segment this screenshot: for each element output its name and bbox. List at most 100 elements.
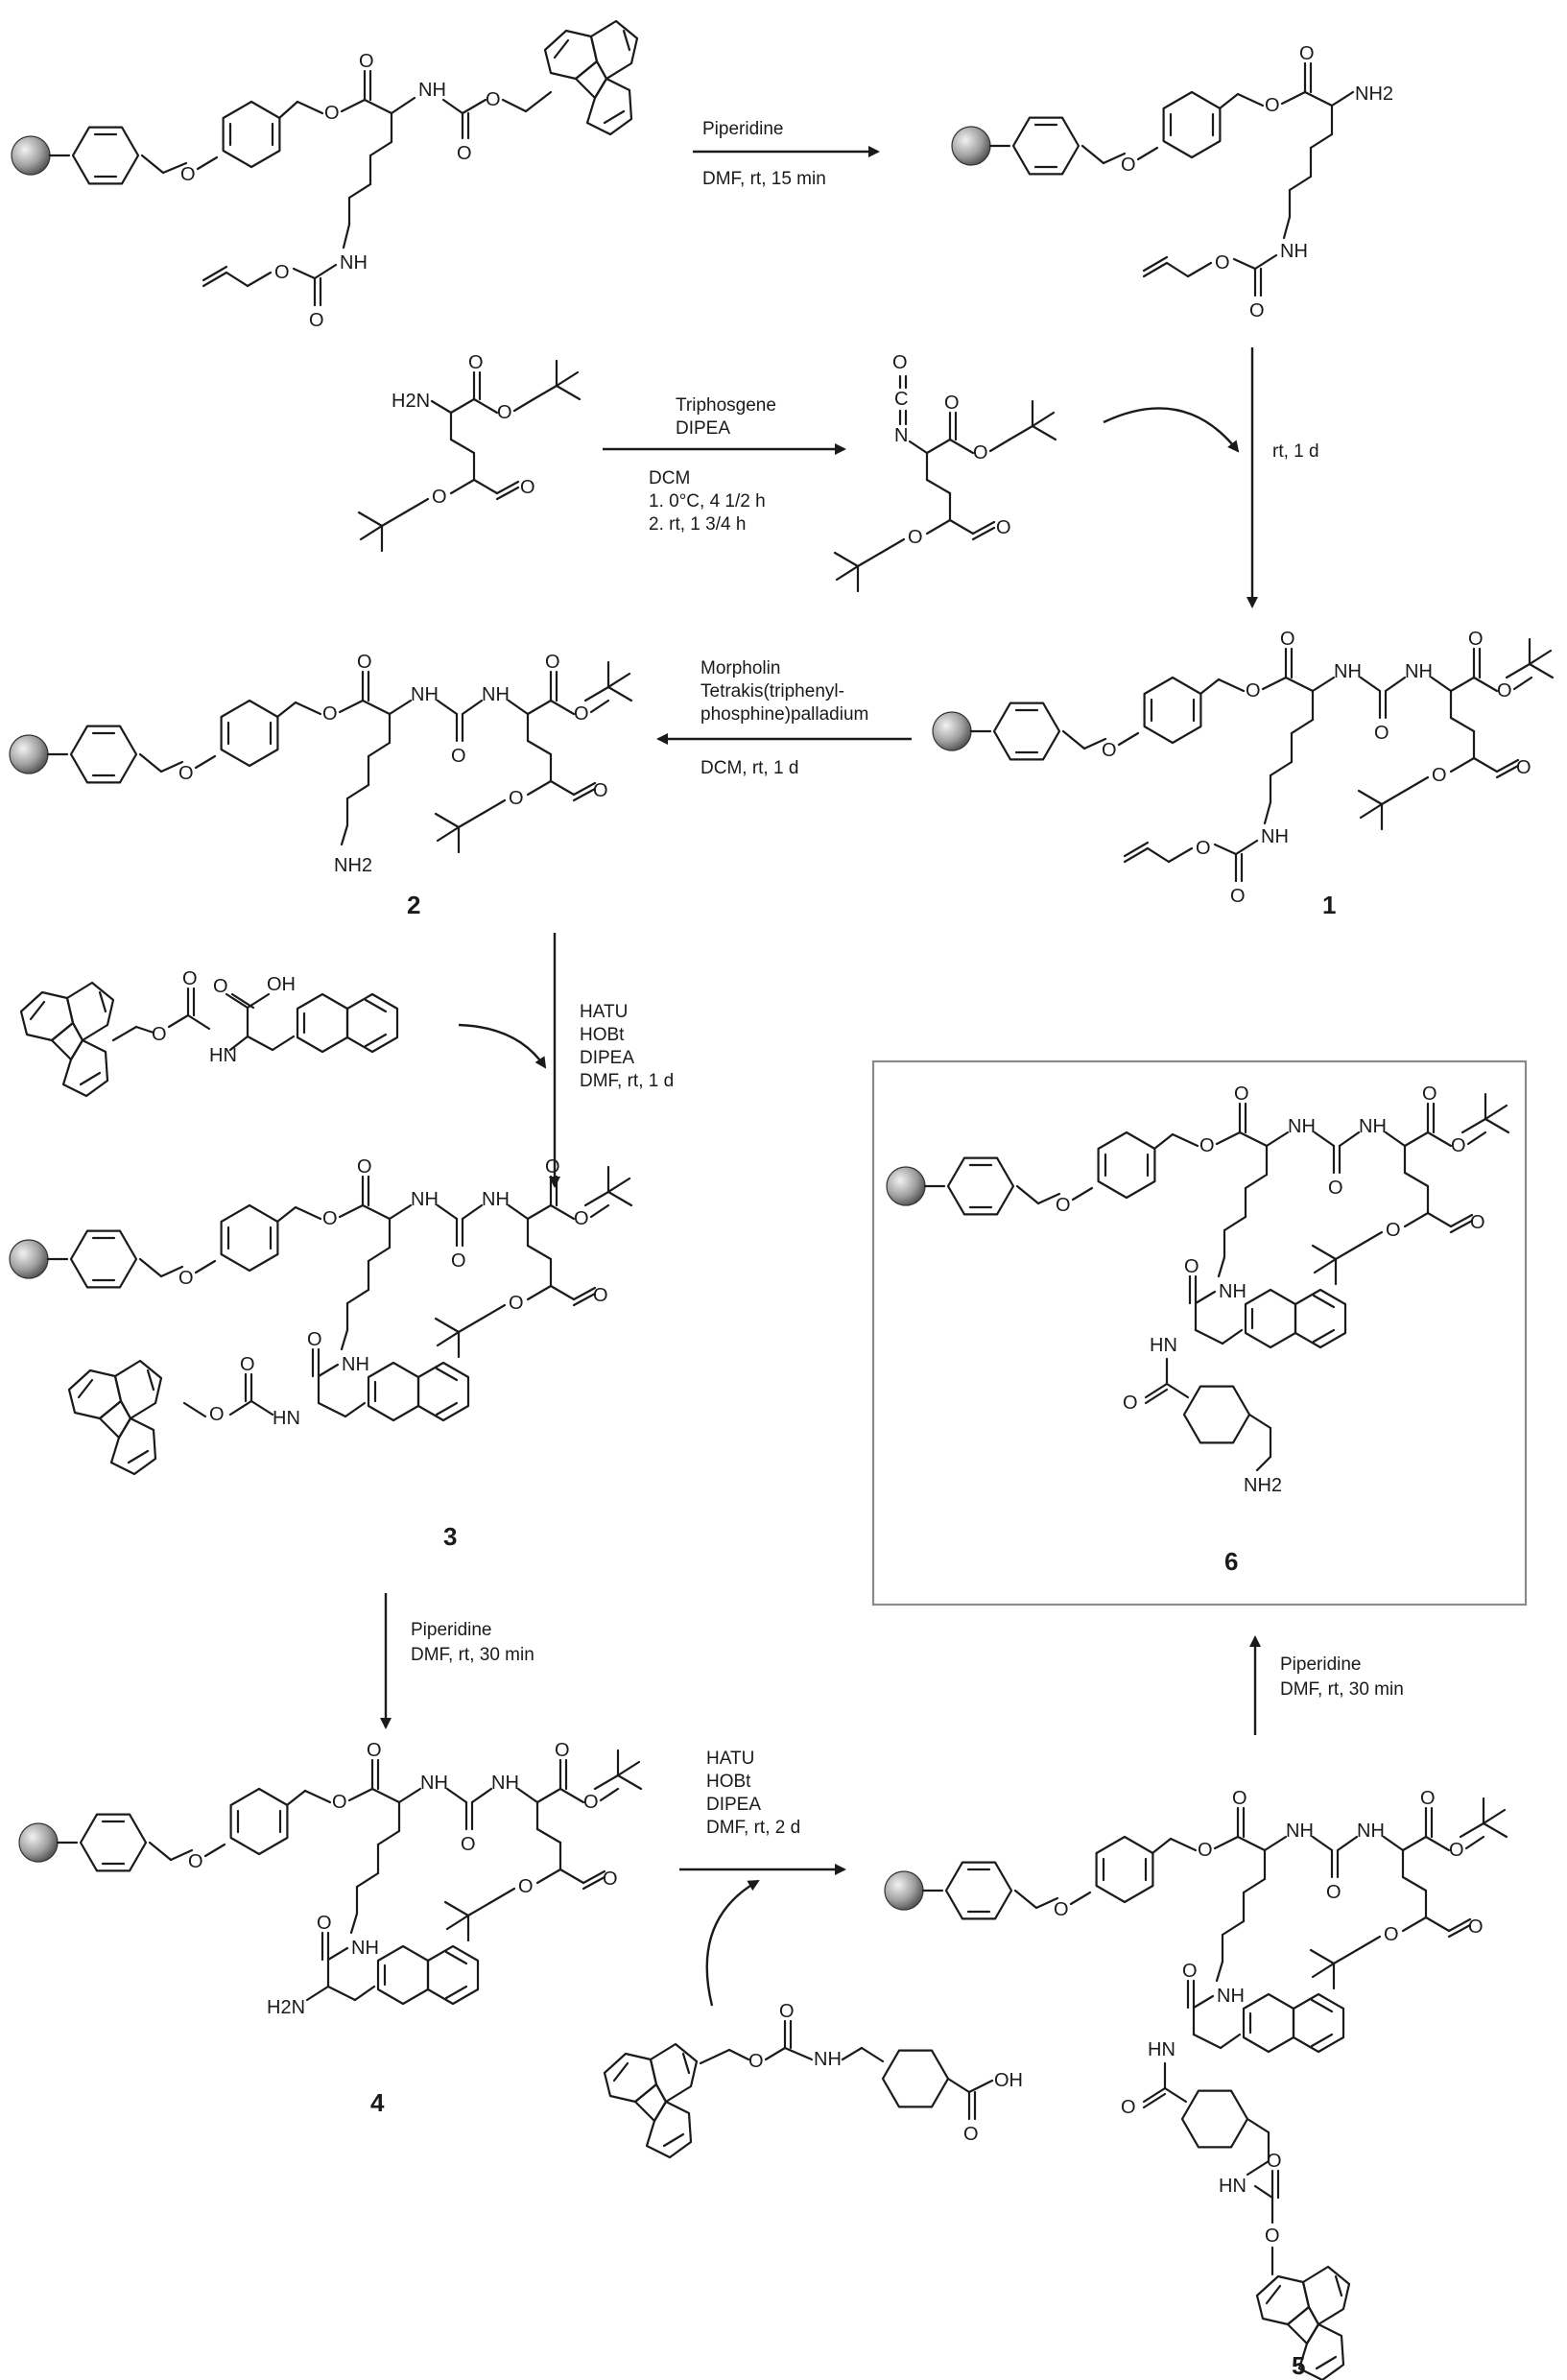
atom-label: O [1422,1083,1437,1105]
atom-label: O [545,652,560,673]
atom-label: O [509,788,524,809]
atom-label: O [322,703,338,725]
atom-label: O [1432,765,1447,786]
atom-label: O [1196,838,1211,859]
atom-label: O [1420,1788,1436,1809]
compound-6-structure: O O O NH O NH O O O O [886,1083,1510,1496]
atom-label: O [593,780,608,801]
atom-label: O [359,51,374,72]
atom-label: O [518,1876,534,1897]
atom-label: O [213,976,228,997]
reagent-label: Piperidine [702,119,784,139]
conditions-label: DMF, rt, 15 min [702,169,826,189]
atom-label: NH [1288,1116,1316,1137]
reagent-label: DMF, rt, 1 d [580,1071,674,1091]
atom-label: O [357,1156,372,1178]
reagent-label: HATU [580,1002,628,1022]
atom-label: O [332,1792,347,1813]
atom-label: O [1121,155,1136,176]
conditions-label: DCM, rt, 1 d [700,758,798,778]
atom-label: NH [1217,1986,1245,2007]
atom-label: NH [482,1189,510,1210]
atom-label: O [432,487,447,508]
atom-label: C [894,389,908,410]
atom-label: O [1054,1899,1069,1920]
conditions-label: rt, 1 d [1272,441,1319,462]
atom-label: O [180,164,196,185]
reagent-label: Triphosgene [676,395,776,416]
step-label: 1. 0°C, 4 1/2 h [649,491,766,512]
step-label: 2. rt, 1 3/4 h [649,514,746,535]
atom-label: NH [1280,241,1308,262]
atom-label: OH [267,974,296,995]
solvent-label: DCM [649,468,690,488]
atom-label: NH [482,684,510,705]
atom-label: O [1449,1840,1464,1861]
atom-label: O [1280,629,1295,650]
atom-label: O [574,703,589,725]
atom-label: O [892,352,908,373]
reagent-label: DIPEA [706,1795,761,1815]
atom-label: NH [1261,826,1289,847]
atom-label: H2N [392,391,430,412]
reagent-label: phosphine)palladium [700,704,868,725]
atom-label: O [520,477,535,498]
atom-label: O [274,262,290,283]
atom-label: O [1121,2097,1136,2118]
atom-label: NH [1357,1821,1385,1842]
atom-label: O [583,1792,599,1813]
atom-label: O [1497,680,1512,702]
atom-label: O [1470,1212,1485,1233]
atom-label: O [593,1285,608,1306]
atom-label: HN [1148,2039,1175,2060]
reagent-label: HOBt [580,1025,625,1045]
atom-label: O [1468,629,1484,650]
atom-label: O [748,2051,764,2072]
reagent-label: Piperidine [1280,1654,1362,1675]
curved-arrow-reagent [458,1023,547,1069]
atom-label: HN [1219,2176,1246,2197]
reagent-label: DIPEA [580,1048,634,1068]
reagent-label: Piperidine [411,1620,492,1640]
atom-label: O [574,1208,589,1229]
atom-label: NH2 [1355,83,1393,105]
atom-label: O [240,1354,255,1375]
reagent-label: DIPEA [676,418,730,439]
compound-label-6: 6 [1224,1547,1238,1576]
atom-label: H2N [267,1997,305,2018]
atom-label: NH [351,1938,379,1959]
h-lys-alloc-resin: O O O NH2 NH O O [951,43,1393,321]
compound-4-structure: O O O NH O NH O O O O [18,1740,643,2018]
atom-label: O [1123,1392,1138,1414]
fmoc-aminomethyl-cyclohexane-carboxylic-acid: O O NH OH O [603,2001,1023,2159]
atom-label: O [457,143,472,164]
atom-label: O [973,442,988,464]
compound-2-structure: O O O NH O NH O O O O [9,652,633,876]
atom-label: NH [340,252,368,274]
atom-label: N [894,425,908,446]
atom-label: NH [1334,661,1362,682]
atom-label: O [1265,95,1280,116]
atom-label: O [509,1293,524,1314]
atom-label: OH [994,2070,1023,2091]
atom-label: O [367,1740,382,1761]
compound-label-2: 2 [407,891,420,919]
atom-label: O [322,1208,338,1229]
atom-label: O [451,746,466,767]
atom-label: O [963,2124,979,2145]
atom-label: O [1299,43,1315,64]
atom-label: HN [1150,1335,1177,1356]
curved-arrow-reagent [1103,407,1240,453]
atom-label: O [1468,1916,1484,1938]
atom-label: O [1230,886,1246,907]
compound-5-structure: O O O NH O NH O O O O [884,1788,1508,2380]
fmoc-naphthylalanine: O O HN O OH [19,968,399,1098]
atom-label: O [545,1156,560,1178]
compound-1-structure: O O O NH O NH O O O O [932,629,1555,907]
atom-label: O [309,310,324,331]
atom-label: NH [1405,661,1433,682]
glu-isocyanate: O C N O O O O [833,352,1057,593]
compound-label-4: 4 [370,2088,385,2117]
atom-label: NH [342,1354,369,1375]
atom-label: O [1374,723,1389,744]
